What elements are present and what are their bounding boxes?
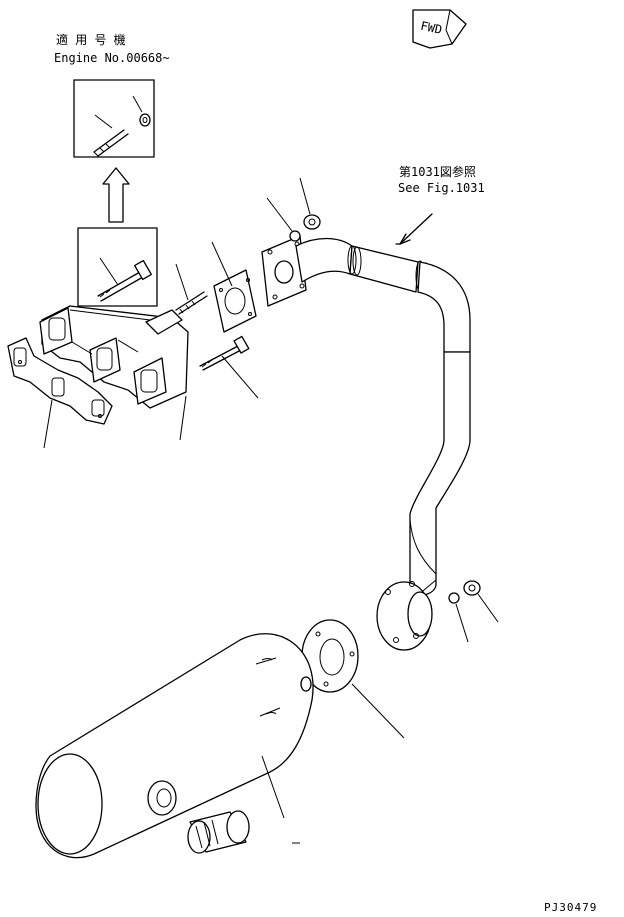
lower-nut-washer — [448, 580, 499, 643]
exhaust-manifold — [39, 305, 189, 441]
pipe-flange-lower — [376, 581, 433, 651]
inset-stud-detail — [73, 79, 155, 158]
fwd-text: FWD — [419, 19, 443, 37]
drawing-id: PJ30479 — [544, 901, 598, 914]
engine-number-label: Engine No.00668~ — [54, 51, 170, 65]
muffler — [35, 633, 314, 859]
inset-bolt-detail — [77, 227, 158, 307]
applicable-serial-label: 適 用 号 機 — [56, 33, 126, 47]
manifold-gasket — [7, 337, 113, 449]
figure-reference-en: See Fig.1031 — [398, 181, 485, 195]
exhaust-pipe — [261, 213, 471, 601]
tail-pipe — [187, 810, 300, 854]
upper-nut-washer — [266, 177, 321, 242]
figure-reference-jp: 第1031図参照 — [399, 165, 476, 179]
fwd-direction-marker: FWD — [412, 9, 467, 49]
detail-arrow — [102, 167, 130, 223]
pipe-gasket-upper — [211, 241, 257, 333]
manifold-studs — [175, 263, 259, 399]
